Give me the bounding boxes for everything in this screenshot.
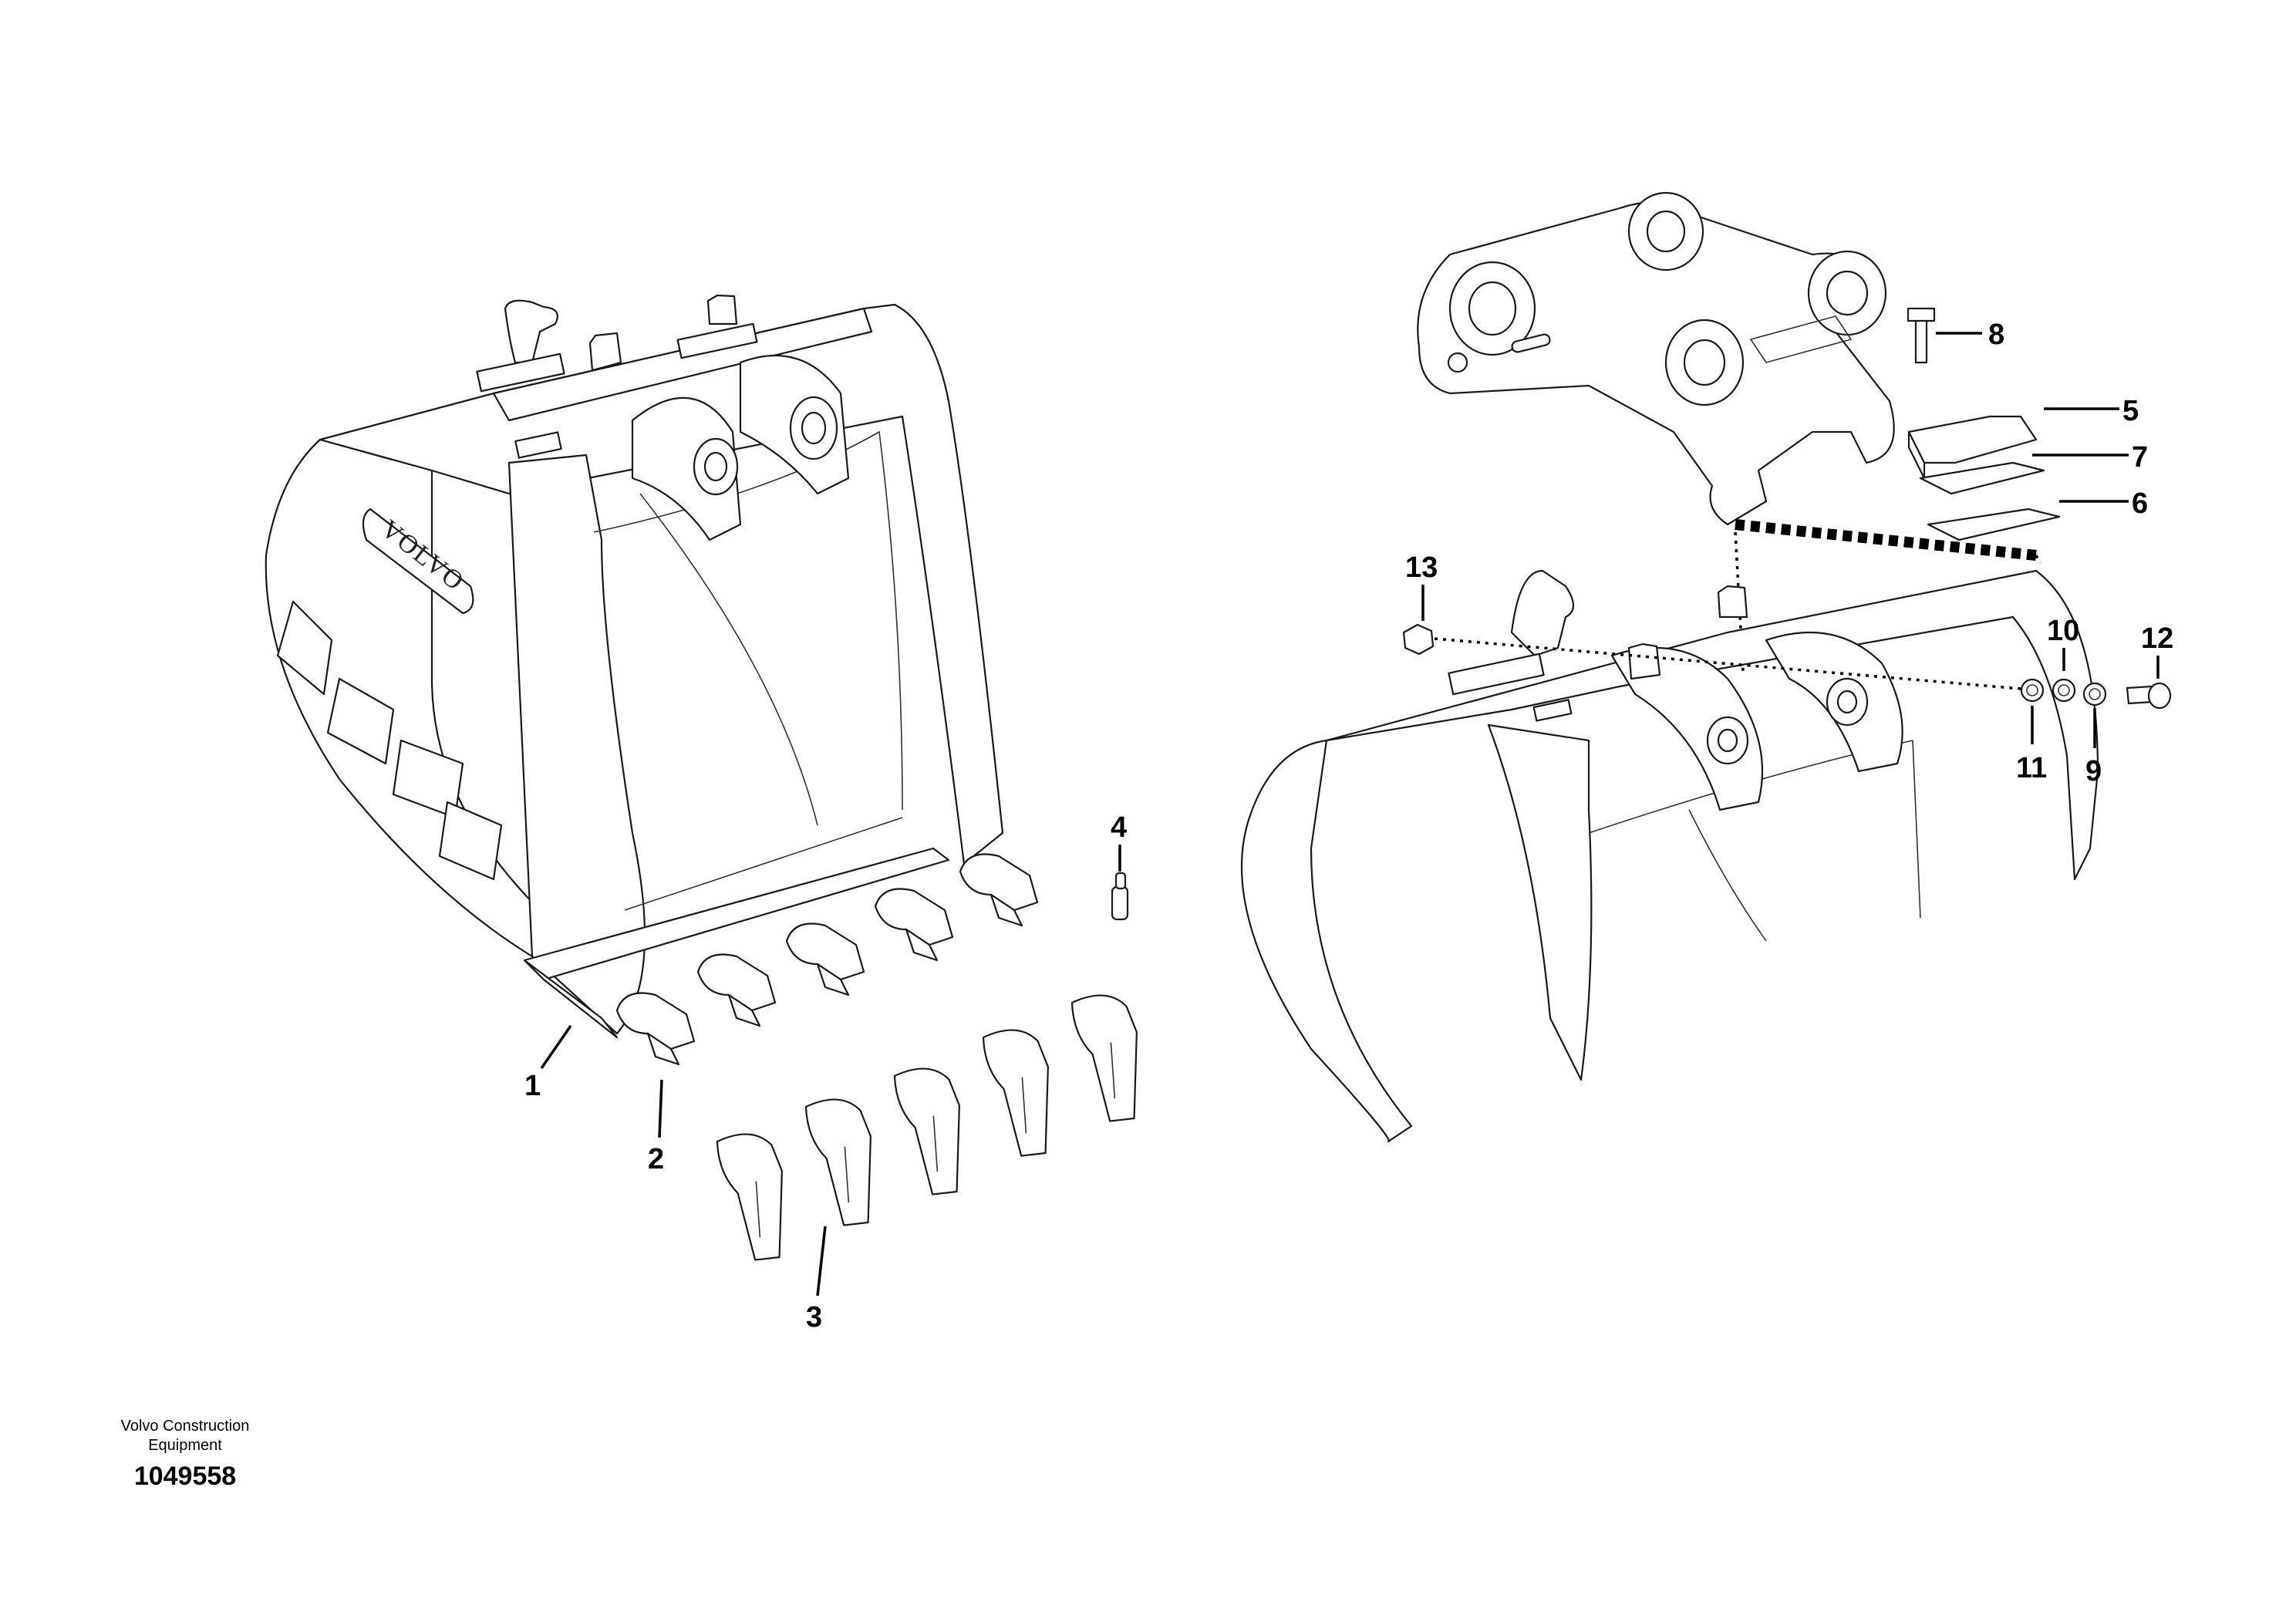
callout-9: 9 — [2085, 755, 2102, 787]
callout-10: 10 — [2047, 615, 2079, 647]
document-number: 1049558 — [134, 1462, 236, 1491]
quick-coupler — [1417, 191, 1895, 526]
callout-11: 11 — [2016, 752, 2047, 784]
callout-7: 7 — [2132, 441, 2148, 474]
bucket-left: VOLVO — [265, 294, 1004, 1039]
company-name-line2: Equipment — [148, 1437, 222, 1454]
bucket-adapters — [615, 853, 1039, 1066]
bucket-right — [1240, 569, 2099, 1143]
pin-hardware — [1402, 623, 2172, 710]
bucket-teeth — [716, 994, 1138, 1261]
shim-stack — [1907, 307, 2061, 541]
callout-leaders — [540, 332, 2159, 1297]
callout-6: 6 — [2132, 487, 2148, 520]
callout-1: 1 — [524, 1070, 541, 1102]
retainer-pin — [1111, 872, 1129, 921]
callout-4: 4 — [1111, 811, 1127, 844]
callout-12: 12 — [2141, 622, 2173, 655]
callout-8: 8 — [1988, 319, 2004, 351]
company-name-line1: Volvo Construction — [121, 1418, 250, 1435]
callout-2: 2 — [648, 1143, 664, 1175]
callout-3: 3 — [806, 1301, 822, 1334]
callout-5: 5 — [2122, 395, 2139, 427]
callout-13: 13 — [1405, 551, 1438, 584]
